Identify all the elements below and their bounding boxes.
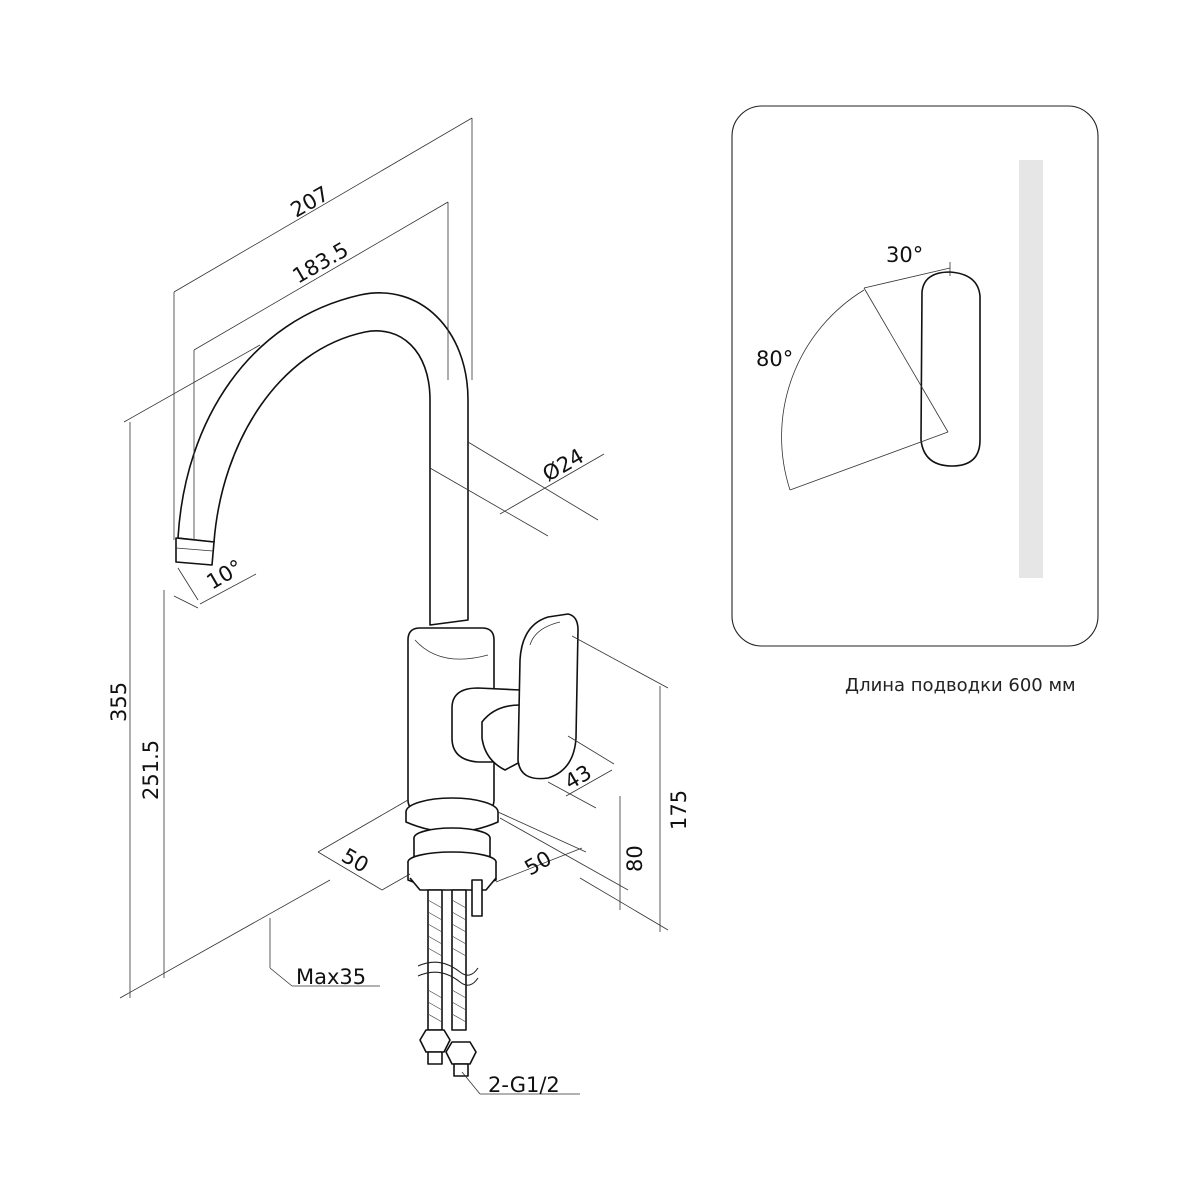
faucet-body: [407, 627, 523, 813]
inset-caption: Длина подводки 600 мм: [845, 675, 1076, 696]
dim-spout-reach: 183.5: [289, 237, 353, 288]
inset-angle-top: 30°: [886, 243, 923, 267]
faucet-spout: [175, 292, 469, 626]
handle-rotation-inset: 30° 80° Длина подводки 600 мм: [731, 105, 1099, 696]
dimension-lines: [119, 117, 669, 1095]
dim-connection: 2-G1/2: [488, 1073, 560, 1097]
dim-spout-height: 251.5: [139, 740, 163, 800]
inset-wall-bar: [1019, 160, 1043, 578]
dim-diameter: Ø24: [539, 444, 588, 486]
faucet-lever: [517, 613, 579, 780]
inset-handle-shape: [920, 271, 981, 467]
dim-base-height: 80: [623, 845, 647, 872]
dim-base-width-right: 50: [521, 846, 556, 880]
faucet-base: [405, 797, 499, 917]
supply-hoses: [417, 889, 479, 1077]
dim-body-height: 175: [667, 790, 691, 830]
dim-max-deck: Max35: [296, 965, 366, 989]
dim-base-width-left: 50: [338, 844, 373, 878]
dim-overall-height: 355: [107, 682, 131, 722]
faucet-main-view: 207 183.5 Ø24 10° 355 251.5 175 80 43 50…: [107, 117, 691, 1097]
inset-angle-side: 80°: [756, 347, 793, 371]
dim-overall-reach: 207: [287, 181, 334, 222]
inset-frame: [731, 105, 1099, 647]
